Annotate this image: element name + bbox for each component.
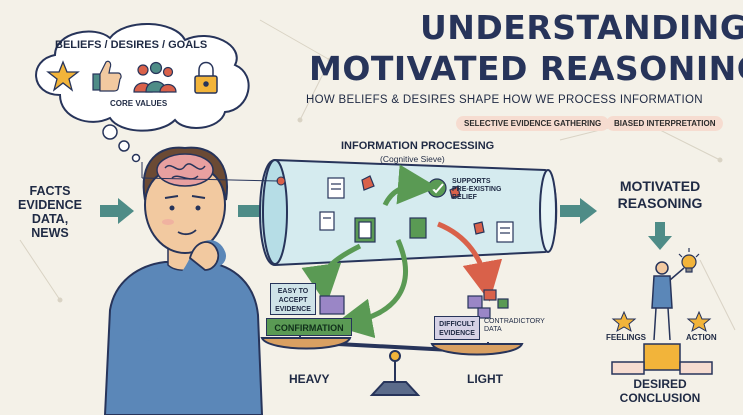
supports-line: SUPPORTS bbox=[452, 178, 491, 185]
evidence-block bbox=[467, 295, 483, 309]
subtitle: HOW BELIEFS & DESIRES SHAPE HOW WE PROCE… bbox=[306, 94, 703, 106]
conclusion-line: CONCLUSION bbox=[619, 391, 701, 405]
evidence-block bbox=[497, 298, 509, 309]
supports-line: BELIEF bbox=[452, 194, 477, 201]
evidence-block bbox=[477, 307, 491, 319]
person-eye bbox=[169, 205, 175, 211]
feelings-label: FEELINGS bbox=[606, 333, 647, 342]
document-icon bbox=[319, 175, 514, 243]
evidence-block bbox=[319, 295, 345, 315]
person-hand bbox=[188, 241, 220, 271]
sieve-tube bbox=[259, 158, 558, 267]
outcome-title: MOTIVATED REASONING bbox=[598, 178, 722, 212]
supports-label: SUPPORTS PRE-EXISTING BELIEF bbox=[452, 178, 501, 202]
check-icon bbox=[427, 178, 447, 198]
input-label: FACTS EVIDENCE DATA, NEWS bbox=[2, 184, 98, 240]
confirmation-label: CONFIRMATION bbox=[266, 318, 352, 336]
confirmation-arrow bbox=[332, 238, 408, 339]
cloud-heading: BELIEFS / DESIRES / GOALS bbox=[55, 39, 208, 51]
processing-subtitle: (Cognitive Sieve) bbox=[380, 154, 445, 164]
action-label: ACTION bbox=[686, 333, 717, 342]
conclusion-line: DESIRED bbox=[633, 377, 687, 391]
easy-evidence-line: ACCEPT bbox=[278, 297, 308, 304]
easy-evidence-line: EVIDENCE bbox=[275, 306, 311, 313]
support-arrow bbox=[382, 164, 438, 207]
input-line: DATA, bbox=[31, 212, 69, 226]
cloud-caption: CORE VALUES bbox=[110, 99, 168, 108]
podium bbox=[611, 343, 713, 375]
person-brow bbox=[164, 195, 206, 199]
sieve-indicator bbox=[276, 176, 286, 186]
lightbulb-icon bbox=[678, 248, 700, 273]
star-icon bbox=[46, 60, 80, 92]
title-line-2: MOTIVATED REASONING bbox=[309, 49, 743, 88]
people-icon bbox=[133, 61, 177, 93]
tag-selective-evidence: SELECTIVE EVIDENCE GATHERING bbox=[456, 116, 610, 131]
brain-icon bbox=[156, 153, 214, 187]
confirmation-arrow bbox=[301, 243, 362, 305]
standing-figure bbox=[651, 261, 685, 341]
desired-conclusion: DESIRED CONCLUSION bbox=[598, 377, 722, 405]
thought-cloud bbox=[35, 23, 250, 132]
thought-bubble bbox=[131, 153, 141, 163]
output-arrow bbox=[560, 198, 597, 224]
down-arrow bbox=[648, 222, 672, 250]
person-mouth bbox=[177, 229, 197, 236]
easy-evidence-box: EASY TO ACCEPT EVIDENCE bbox=[270, 283, 316, 315]
person-eye bbox=[195, 205, 201, 211]
thought-bubble bbox=[118, 140, 130, 152]
sieve-tube-mouth bbox=[539, 169, 557, 253]
input-arrow bbox=[100, 198, 134, 224]
processing-title: INFORMATION PROCESSING bbox=[341, 140, 495, 152]
thought-link bbox=[141, 177, 279, 182]
person-cheek bbox=[162, 219, 174, 225]
star-icon bbox=[686, 310, 712, 333]
thumbs-up-icon bbox=[92, 60, 122, 92]
star-icon bbox=[611, 310, 637, 333]
contradictory-line: CONTRADICTORY bbox=[484, 318, 545, 325]
difficult-evidence-line: EVIDENCE bbox=[439, 330, 475, 337]
input-line: NEWS bbox=[31, 226, 69, 240]
heavy-label: HEAVY bbox=[289, 372, 330, 386]
light-label: LIGHT bbox=[467, 372, 503, 386]
difficult-evidence-line: DIFFICULT bbox=[439, 321, 475, 328]
evidence-block bbox=[483, 289, 497, 301]
supports-line: PRE-EXISTING bbox=[452, 186, 502, 193]
input-line: FACTS bbox=[29, 184, 71, 198]
outcome-line: REASONING bbox=[617, 195, 703, 211]
tag-biased-interpretation: BIASED INTERPRETATION bbox=[606, 116, 724, 131]
outcome-line: MOTIVATED bbox=[619, 178, 701, 194]
title-line-1: UNDERSTANDING bbox=[420, 8, 743, 47]
contradictory-line: DATA bbox=[484, 326, 502, 333]
lock-icon bbox=[194, 61, 218, 94]
easy-evidence-line: EASY TO bbox=[277, 288, 309, 295]
contradiction-arrow bbox=[437, 221, 503, 302]
input-line: EVIDENCE bbox=[18, 198, 82, 212]
difficult-evidence-box: DIFFICULT EVIDENCE bbox=[434, 316, 480, 340]
contradictory-note: CONTRADICTORY DATA bbox=[484, 318, 545, 334]
sieve-tube-end bbox=[262, 159, 288, 265]
thought-bubble bbox=[102, 124, 118, 140]
balance-scale bbox=[260, 336, 524, 396]
